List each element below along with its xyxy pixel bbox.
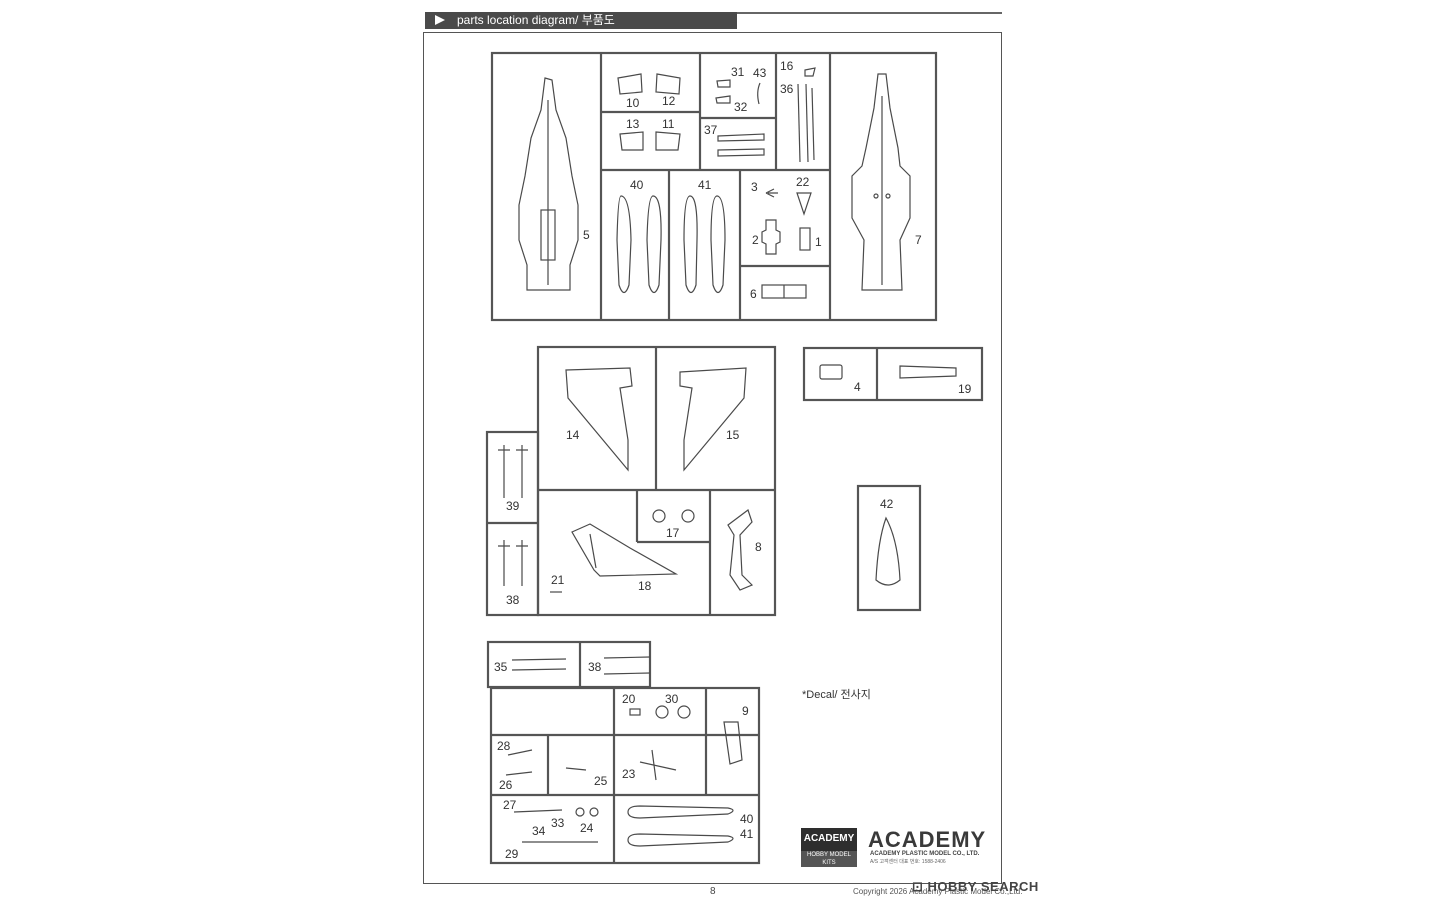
part-number-40: 40 (630, 178, 644, 192)
watermark: ⊡ HOBBY SEARCH (912, 879, 1039, 895)
part-number-26: 26 (499, 778, 513, 792)
academy-box-logo: ACADEMY HOBBY MODEL KITS (801, 828, 857, 867)
parts-40-41-c (627, 805, 734, 847)
academy-box-logo-subtitle: HOBBY MODEL KITS (801, 851, 857, 867)
decal-note: *Decal/ 전사지 (802, 689, 871, 701)
parts-20-30 (629, 705, 691, 719)
part-42-canopy (875, 516, 901, 586)
parts-4-19 (819, 364, 957, 380)
part-number-9: 9 (742, 704, 749, 718)
part-number-15: 15 (726, 428, 740, 442)
section-header-bar: parts location diagram/ 부품도 (425, 12, 737, 29)
part-number-13: 13 (626, 117, 640, 131)
part-15-tail-fin (679, 367, 747, 472)
header-rule (737, 12, 1002, 14)
part-number-10: 10 (626, 96, 640, 110)
section-arrow-icon (435, 15, 445, 25)
sprue-b-frames (485, 345, 984, 617)
company-name: ACADEMY PLASTIC MODEL CO., LTD. (870, 851, 980, 857)
part-18-tailplane (571, 523, 679, 577)
part-17-wheels (652, 509, 695, 523)
academy-box-logo-title: ACADEMY (803, 833, 855, 844)
part-number-20: 20 (622, 692, 636, 706)
part-number-38: 38 (506, 593, 520, 607)
part-number-34: 34 (532, 824, 546, 838)
watermark-icon: ⊡ (912, 879, 924, 894)
part-number-11: 11 (662, 117, 675, 131)
part-number-23: 23 (622, 767, 636, 781)
sprue-a-frames (490, 51, 938, 322)
part-number-27: 27 (503, 798, 517, 812)
parts-10-13 (617, 73, 681, 151)
parts-16-36 (797, 67, 816, 163)
part-number-39: 39 (506, 499, 520, 513)
part-number-28: 28 (497, 739, 511, 753)
parts-31-43-32 (715, 79, 761, 105)
watermark-text: HOBBY SEARCH (927, 879, 1039, 894)
section-title: parts location diagram/ 부품도 (457, 13, 615, 27)
parts-27-33-24-34-29 (513, 807, 599, 843)
part-number-14: 14 (566, 428, 580, 442)
part-14-tail-fin (565, 367, 633, 472)
part-number-41: 41 (698, 178, 712, 192)
part-number-43: 43 (753, 66, 767, 80)
part-number-31: 31 (731, 65, 745, 79)
part-number-7: 7 (915, 233, 922, 247)
part-9 (723, 721, 743, 765)
part-number-16: 16 (780, 59, 794, 73)
parts-3-22-2-1 (761, 188, 812, 255)
part-number-30: 30 (665, 692, 679, 706)
part-number-32: 32 (734, 100, 748, 114)
part-number-35: 35 (494, 660, 508, 674)
part-number-3: 3 (751, 180, 758, 194)
part-number-18: 18 (638, 579, 652, 593)
parts-39-38-missiles (498, 445, 528, 586)
part-number-42: 42 (880, 497, 894, 511)
part-number-41-c: 41 (740, 827, 754, 841)
part-41-pods (683, 195, 726, 294)
part-number-38-c: 38 (588, 660, 602, 674)
part-40-pods (616, 195, 662, 294)
part-number-29: 29 (505, 847, 519, 861)
page-number: 8 (710, 886, 716, 897)
sprue-c-frames (486, 640, 761, 865)
page-frame (423, 32, 1002, 884)
part-7-fuselage (851, 73, 911, 291)
part-number-40-c: 40 (740, 812, 754, 826)
part-number-8: 8 (755, 540, 762, 554)
part-number-33: 33 (551, 816, 565, 830)
part-number-5: 5 (583, 228, 590, 242)
parts-35-38-c (511, 656, 651, 675)
part-number-37: 37 (704, 123, 718, 137)
part-6 (761, 284, 807, 299)
part-number-21: 21 (551, 573, 565, 587)
part-8 (727, 509, 754, 591)
part-37 (717, 133, 765, 157)
part-number-2: 2 (752, 233, 759, 247)
part-number-22: 22 (796, 175, 810, 189)
part-number-4: 4 (854, 380, 861, 394)
part-number-36: 36 (780, 82, 794, 96)
part-number-19: 19 (958, 382, 972, 396)
service-number: A/S 고객센터 대표 번호: 1588-2406 (870, 859, 946, 865)
part-number-17: 17 (666, 526, 680, 540)
part-23 (639, 749, 677, 781)
parts-28-26 (505, 749, 533, 776)
part-number-1: 1 (815, 235, 822, 249)
part-number-25: 25 (594, 774, 608, 788)
part-number-6: 6 (750, 287, 757, 301)
copyright-text: Copyright 2026 Academy Plastic Model Co.… (853, 887, 1023, 896)
part-number-24: 24 (580, 821, 594, 835)
part-number-12: 12 (662, 94, 676, 108)
part-5-fuselage (518, 77, 579, 291)
part-25 (565, 767, 587, 771)
academy-wordmark: ACADEMY (868, 827, 987, 852)
